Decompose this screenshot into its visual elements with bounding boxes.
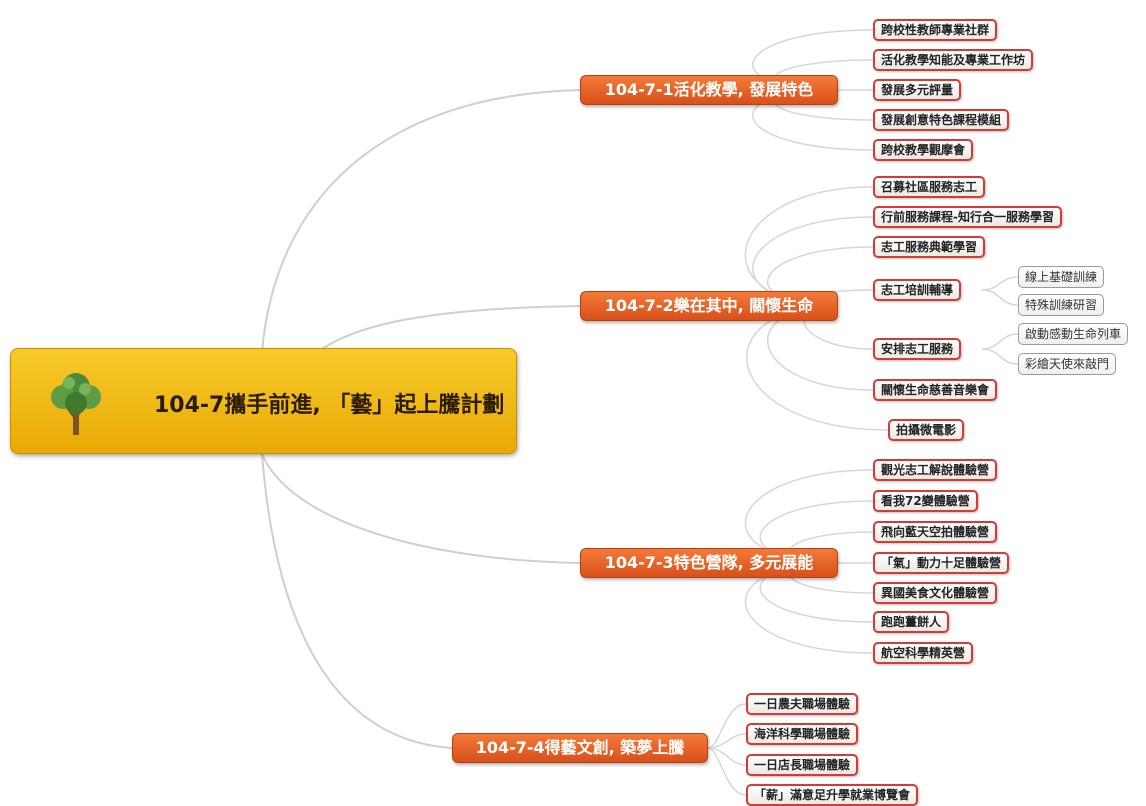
leaf-topic[interactable]: 發展創意特色課程模組 [873,109,1010,131]
leaf-topic[interactable]: 跨校教學觀摩會 [873,139,974,161]
leaf-topic[interactable]: 安排志工服務 [873,338,962,360]
leaf-topic[interactable]: 觀光志工解說體驗營 [873,459,998,481]
branch-topic[interactable]: 104-7-4得藝文創, 築夢上騰 [452,733,708,763]
leaf-topic[interactable]: 海洋科學職場體驗 [746,723,859,745]
branch-topic[interactable]: 104-7-3特色營隊, 多元展能 [580,548,838,578]
leaf-topic[interactable]: 「氣」動力十足體驗營 [873,552,1010,574]
root-title: 104-7攜手前進, 「藝」起上騰計劃 [154,393,505,418]
leaf-topic[interactable]: 看我72變體驗營 [873,490,978,512]
leaf-topic[interactable]: 活化教學知能及專業工作坊 [873,49,1034,71]
leaf-topic[interactable]: 跑跑薑餅人 [873,611,950,633]
branch-topic[interactable]: 104-7-2樂在其中, 關懷生命 [580,291,838,321]
leaf-topic[interactable]: 航空科學精英營 [873,642,974,664]
tree-icon [51,373,101,435]
leaf-topic[interactable]: 志工服務典範學習 [873,236,986,258]
leaf-topic[interactable]: 飛向藍天空拍體驗營 [873,521,998,543]
leaf-topic[interactable]: 召募社區服務志工 [873,176,986,198]
leaf-topic[interactable]: 志工培訓輔導 [873,279,962,301]
leaf-topic[interactable]: 一日農夫職場體驗 [746,693,859,715]
leaf-topic[interactable]: 跨校性教師專業社群 [873,19,998,41]
branch-topic[interactable]: 104-7-1活化教學, 發展特色 [580,75,838,105]
sub-topic[interactable]: 彩繪天使來敲門 [1018,353,1117,375]
leaf-topic[interactable]: 行前服務課程-知行合一服務學習 [873,206,1062,228]
sub-topic[interactable]: 特殊訓練研習 [1018,294,1105,316]
leaf-topic[interactable]: 一日店長職場體驗 [746,754,859,776]
leaf-topic[interactable]: 異國美食文化體驗營 [873,582,998,604]
leaf-topic[interactable]: 關懷生命慈善音樂會 [873,379,998,401]
sub-topic[interactable]: 線上基礎訓練 [1018,266,1105,288]
root-topic[interactable]: 104-7攜手前進, 「藝」起上騰計劃 [10,348,517,454]
sub-topic[interactable]: 啟動感動生命列車 [1018,323,1129,345]
leaf-topic[interactable]: 「薪」滿意足升學就業博覽會 [746,784,919,806]
leaf-topic[interactable]: 拍攝微電影 [888,419,965,441]
leaf-topic[interactable]: 發展多元評量 [873,79,962,101]
